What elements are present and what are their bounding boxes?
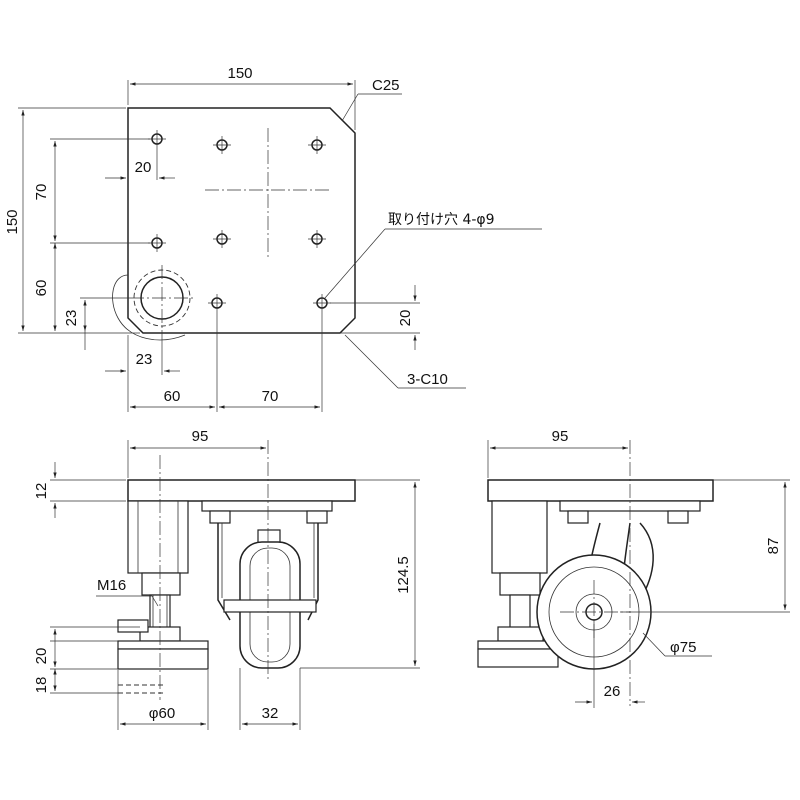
front-view: 95 12 124.5 M16 20 18 φ60 32 xyxy=(33,428,420,730)
dim-total-124-5: 124.5 xyxy=(395,556,412,594)
dim-offset-26: 26 xyxy=(604,683,621,700)
dim-height-150: 150 xyxy=(4,209,21,234)
dim-side-95: 95 xyxy=(552,428,569,445)
label-m16: M16 xyxy=(97,577,126,594)
mount-holes xyxy=(148,130,331,312)
dim-h-20: 20 xyxy=(135,159,152,176)
front-plate xyxy=(127,479,356,502)
dim-v-70: 70 xyxy=(33,184,50,201)
top-plate-outline xyxy=(127,107,356,334)
dim-width-150: 150 xyxy=(227,65,252,82)
dim-plate-12: 12 xyxy=(33,483,50,500)
label-mount-holes: 取り付け穴 4-φ9 xyxy=(388,212,495,228)
top-view: 150 C25 150 70 60 23 20 23 xyxy=(4,65,542,412)
dim-h-23: 23 xyxy=(136,351,153,368)
dim-v-60: 60 xyxy=(33,280,50,297)
dim-front-95: 95 xyxy=(192,428,209,445)
dim-b-60: 60 xyxy=(164,388,181,405)
dim-wheel-32: 32 xyxy=(262,705,279,722)
label-3-c10: 3-C10 xyxy=(407,371,448,388)
side-view: 95 87 φ75 26 xyxy=(477,428,790,708)
dim-side-87: 87 xyxy=(765,538,782,555)
dim-b-70: 70 xyxy=(262,388,279,405)
side-plate xyxy=(487,479,714,502)
dim-v-23: 23 xyxy=(63,310,80,327)
dim-20: 20 xyxy=(33,648,50,665)
dim-18: 18 xyxy=(33,677,50,694)
adjuster-outline xyxy=(112,274,186,341)
dim-corner-c25: C25 xyxy=(372,77,400,94)
dim-wheel-dia: φ75 xyxy=(670,639,696,656)
dim-r-20: 20 xyxy=(397,310,414,327)
dim-base-dia: φ60 xyxy=(149,705,175,722)
